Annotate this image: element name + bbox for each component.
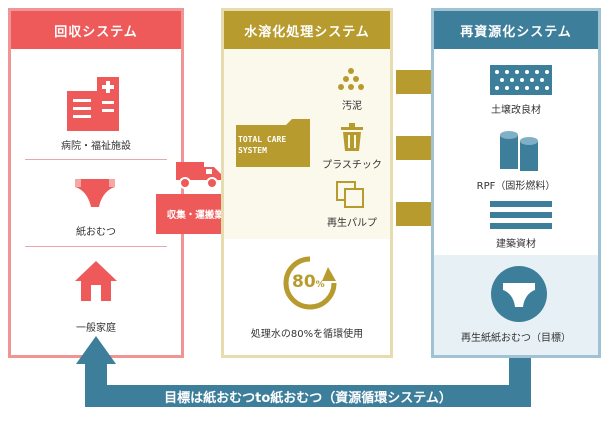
total-care-badge-line2: SYSTEM xyxy=(238,146,267,155)
truck-icon xyxy=(176,162,221,189)
processing-output-sludge: 汚泥 xyxy=(342,101,362,112)
trash-can-icon xyxy=(341,123,363,151)
processing-output-plastic: プラスチック xyxy=(322,160,382,171)
processing-output-pulp: 再生パルプ xyxy=(327,218,377,229)
collection-title: 回収システム xyxy=(11,11,181,49)
building-materials-icon xyxy=(490,201,552,229)
rpf-fuel-icon xyxy=(500,131,538,171)
collection-item-diaper: 紙おむつ xyxy=(76,227,116,238)
divider xyxy=(25,246,167,247)
sludge-icon xyxy=(338,68,364,90)
water-percent-unit: % xyxy=(315,280,325,290)
water-percent: 80% xyxy=(292,272,325,292)
bottom-banner: 目標は紙おむつto紙おむつ（資源循環システム） xyxy=(164,391,452,406)
pulp-sheets-icon xyxy=(336,181,364,208)
divider xyxy=(25,159,167,160)
processing-title: 水溶化処理システム xyxy=(224,11,390,49)
processing-panel: 水溶化処理システム TOTAL CARE SYSTEM 汚泥 プラスチック 再生… xyxy=(221,8,393,358)
recycling-product-soil: 土壌改良材 xyxy=(491,105,541,116)
total-care-badge-icon xyxy=(236,119,310,167)
recycling-goal-product: 再生紙紙おむつ（目標） xyxy=(461,333,571,344)
recycling-product-building: 建築資材 xyxy=(496,239,536,250)
diaper-icon xyxy=(75,179,115,207)
recycling-panel: 再資源化システム 土壌改良材 RPF（固形燃料） 建築資材 再生紙紙おむつ（目標… xyxy=(431,8,601,358)
collection-item-household: 一般家庭 xyxy=(76,323,116,334)
water-caption: 処理水の80%を循環使用 xyxy=(250,329,364,340)
hospital-icon xyxy=(67,77,119,131)
recycle-circle-icon xyxy=(283,256,337,310)
recycling-product-rpf: RPF（固形燃料） xyxy=(476,181,556,192)
collection-item-hospital: 病院・福祉施設 xyxy=(61,141,131,152)
loop-arrow xyxy=(76,336,531,407)
collection-panel: 回収システム 病院・福祉施設 紙おむつ 一般家庭 xyxy=(8,8,184,358)
transport-label: 収集・運搬業者 xyxy=(166,210,234,221)
soil-block-icon xyxy=(490,65,552,95)
recycled-diaper-icon xyxy=(491,266,547,322)
water-percent-value: 80 xyxy=(292,272,316,292)
total-care-badge-line1: TOTAL CARE xyxy=(238,135,287,144)
recycling-title: 再資源化システム xyxy=(434,11,598,49)
house-icon xyxy=(75,261,117,301)
